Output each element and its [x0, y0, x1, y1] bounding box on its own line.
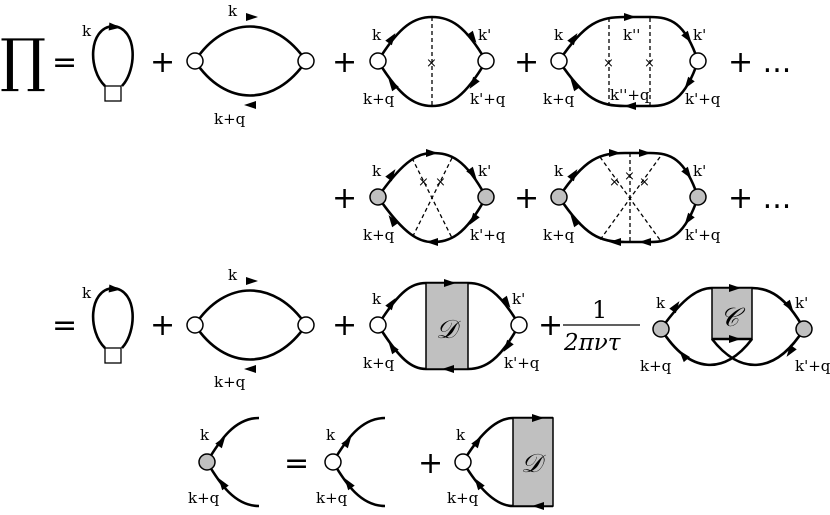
svg-text:k: k	[656, 294, 666, 312]
svg-text:k: k	[372, 290, 382, 308]
plus-sign: +	[514, 45, 539, 80]
equals-sign: =	[52, 45, 77, 80]
svg-text:k'+q: k'+q	[795, 357, 830, 375]
equals-sign: =	[52, 308, 77, 343]
plus-sign: +	[538, 308, 563, 343]
svg-text:k: k	[456, 426, 466, 444]
polarization-symbol: ∏	[0, 26, 46, 94]
svg-text:×: ×	[603, 56, 614, 71]
svg-text:k+q: k+q	[543, 90, 575, 108]
plus-sign: +	[332, 308, 357, 343]
tadpole-diagram: k	[82, 284, 134, 364]
svg-text:k': k'	[795, 294, 808, 312]
cooperon-diagram: 𝒞 k k' k+q k'+q	[640, 284, 830, 375]
label-k: k	[228, 2, 238, 20]
svg-text:k: k	[82, 284, 92, 302]
svg-text:k: k	[326, 426, 336, 444]
svg-text:×: ×	[435, 175, 446, 190]
vertex-diffuson-diagram: 𝒟 k k+q	[447, 414, 554, 510]
svg-text:×: ×	[426, 56, 437, 71]
bubble-diagram: k k+q	[186, 2, 315, 128]
svg-text:k': k'	[512, 290, 525, 308]
plus-sign: +	[332, 181, 357, 216]
bare-vertex	[186, 52, 204, 70]
svg-text:k: k	[554, 26, 564, 44]
plus-sign: +	[332, 45, 357, 80]
svg-text:k': k'	[693, 26, 706, 44]
svg-text:k+q: k+q	[316, 489, 348, 507]
svg-text:k+q: k+q	[543, 226, 575, 244]
svg-text:k+q: k+q	[640, 357, 672, 375]
svg-text:k': k'	[693, 162, 706, 180]
label-k-plus-q: k+q	[214, 110, 246, 128]
svg-text:k'': k''	[623, 26, 640, 44]
svg-text:×: ×	[644, 56, 655, 71]
svg-text:k: k	[228, 266, 238, 284]
svg-text:×: ×	[418, 175, 429, 190]
dressed-vertex-diagram: k k+q	[188, 416, 260, 508]
label-k: k	[82, 22, 92, 40]
svg-text:k': k'	[478, 162, 491, 180]
plus-sign: +	[150, 308, 175, 343]
plus-sign: +	[418, 446, 443, 481]
svg-text:k'+q: k'+q	[685, 226, 721, 244]
tadpole-diagram: k	[82, 22, 134, 102]
svg-text:×: ×	[609, 175, 620, 190]
svg-text:k+q: k+q	[363, 226, 395, 244]
svg-text:1: 1	[592, 296, 607, 324]
svg-text:k+q: k+q	[447, 489, 479, 507]
svg-text:×: ×	[639, 175, 650, 190]
svg-text:k: k	[200, 426, 210, 444]
crossed-three-impurity-diagram: × × × k k' k+q k'+q	[543, 149, 721, 246]
dressed-vertex	[369, 188, 387, 206]
svg-text:k+q: k+q	[363, 90, 395, 108]
equals-sign: =	[284, 446, 309, 481]
svg-text:k''+q: k''+q	[610, 86, 650, 104]
svg-text:k'+q: k'+q	[470, 226, 506, 244]
svg-text:k+q: k+q	[188, 489, 220, 507]
two-impurity-diagram: × × k k'' k' k+q k''+q k'+q	[543, 13, 721, 110]
plus-sign: +	[150, 45, 175, 80]
crossed-two-impurity-diagram: × × k k' k+q k'+q	[363, 149, 506, 246]
svg-text:k+q: k+q	[363, 354, 395, 372]
dressed-vertex	[477, 188, 495, 206]
svg-text:k'+q: k'+q	[685, 90, 721, 108]
svg-text:k: k	[372, 162, 382, 180]
plus-sign: +	[514, 181, 539, 216]
svg-text:k: k	[554, 162, 564, 180]
diffuson-diagram: 𝒟 k k' k+q k'+q	[363, 279, 540, 373]
bare-vertex	[297, 52, 315, 70]
one-impurity-diagram: × k k' k+q k'+q	[363, 15, 506, 108]
svg-text:k': k'	[478, 26, 491, 44]
svg-text:k+q: k+q	[214, 373, 246, 391]
bubble-diagram: k k+q	[186, 266, 315, 391]
svg-text:k'+q: k'+q	[504, 354, 540, 372]
prefactor-fraction: 1 2πντ	[563, 296, 640, 356]
ellipsis: + ...	[728, 181, 791, 216]
svg-text:2πντ: 2πντ	[563, 330, 622, 356]
svg-text:×: ×	[624, 169, 635, 184]
ellipsis: + ...	[728, 45, 791, 80]
svg-text:k'+q: k'+q	[470, 90, 506, 108]
svg-text:k: k	[372, 26, 382, 44]
bare-vertex-diagram: k k+q	[316, 416, 386, 508]
